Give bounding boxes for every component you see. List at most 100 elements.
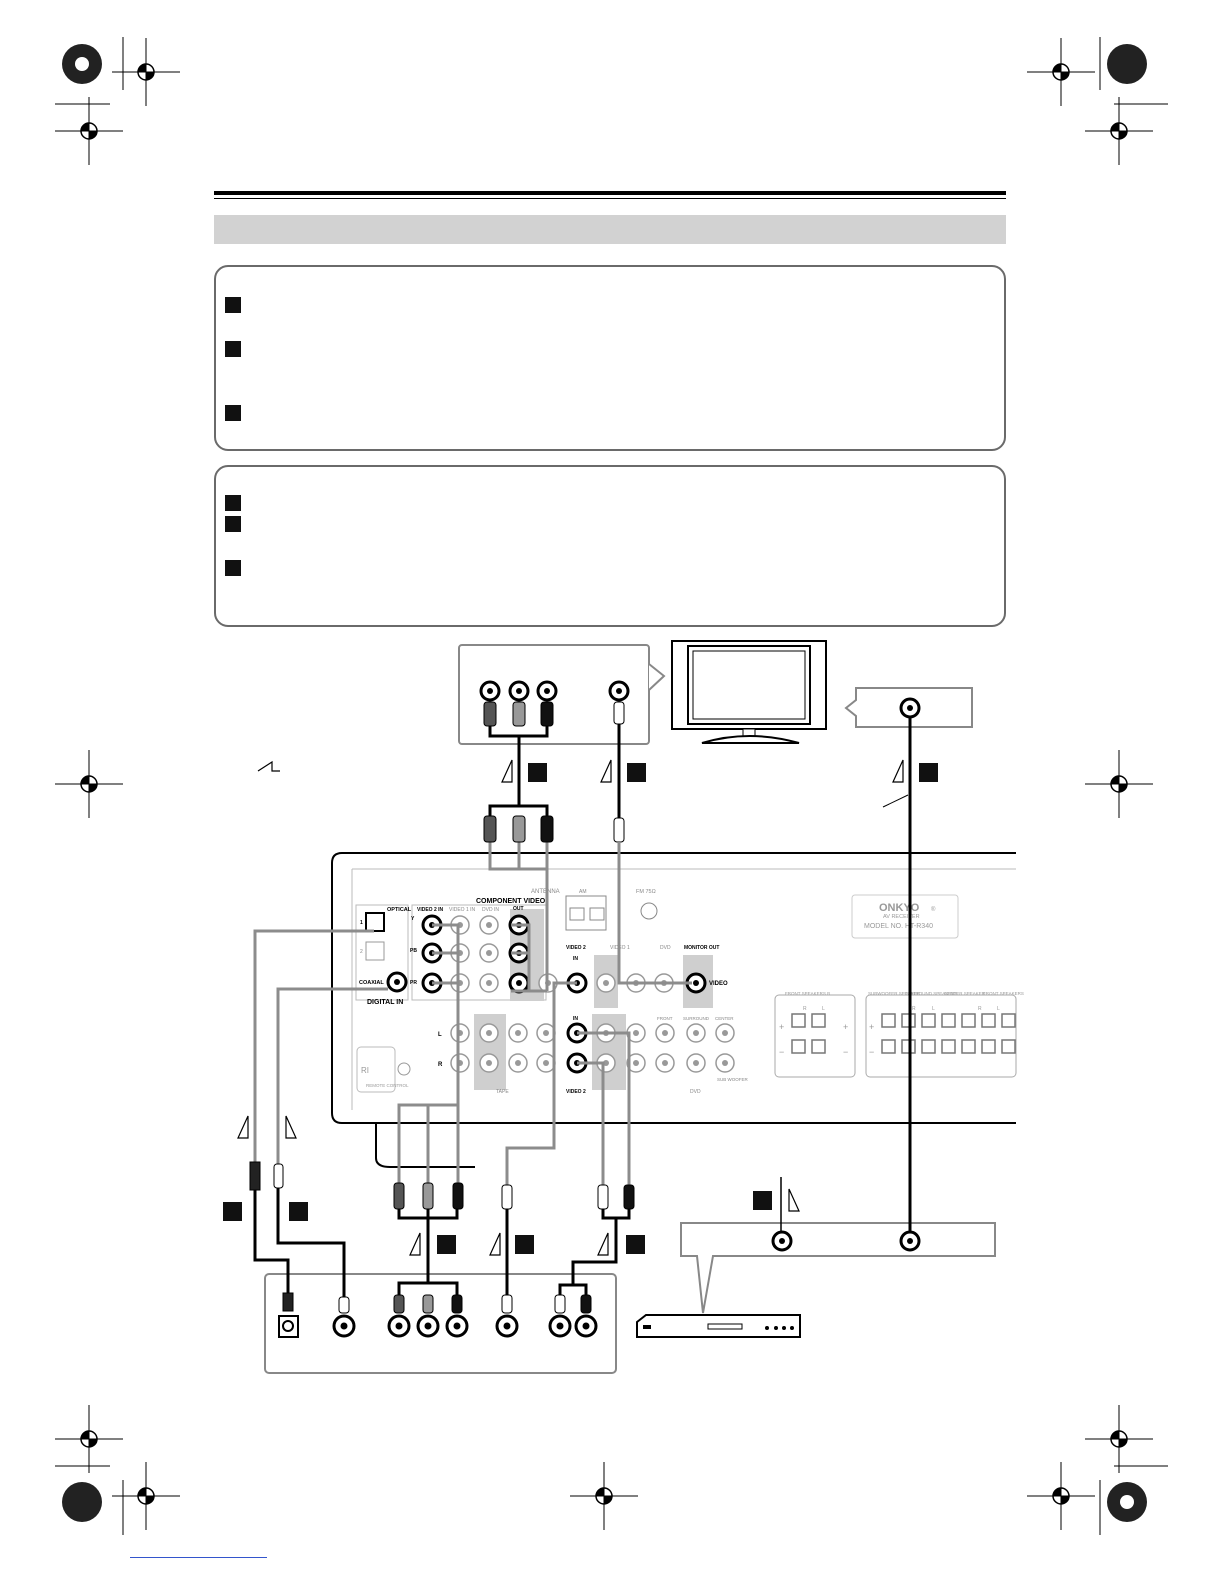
step-marker-2 — [225, 341, 241, 357]
label-in-audio-video2: IN — [573, 1016, 578, 1022]
label-coaxial: COAXIAL — [359, 980, 384, 986]
speaker-terminal — [881, 1013, 896, 1028]
speaker-terminal — [981, 1039, 996, 1054]
registration-mark-icon — [1027, 1462, 1095, 1530]
info-box-upper — [214, 265, 1006, 451]
registration-mark-icon — [55, 750, 123, 818]
player-rear-callout — [680, 1222, 996, 1314]
registration-mark-icon — [112, 1462, 180, 1530]
rca-jack — [655, 1053, 675, 1073]
step-marker-6 — [225, 560, 241, 576]
step-marker-4 — [225, 495, 241, 511]
speaker-terminal — [791, 1013, 806, 1028]
label-dvd-audio: DVD — [690, 1089, 701, 1095]
rca-jack — [479, 943, 499, 963]
label-component-video: COMPONENT VIDEO — [476, 898, 546, 905]
header-rule-thin — [214, 198, 1006, 199]
signal-flow-arrow-icon — [501, 759, 513, 783]
speaker-terminal — [941, 1039, 956, 1054]
rca-jack — [715, 1053, 735, 1073]
label-fr-l: L — [997, 1006, 1000, 1012]
speaker-terminal — [881, 1039, 896, 1054]
label-in-video2: IN — [573, 956, 578, 962]
label-out-comp: OUT — [513, 906, 524, 912]
label-fsb-plus-2: + — [843, 1022, 848, 1032]
receiver-labels: COMPONENT VIDEO VIDEO 2 IN VIDEO 1 IN DV… — [359, 889, 1024, 1095]
coaxial-digital-cable — [273, 987, 388, 1297]
label-fsb-l: L — [822, 1006, 825, 1012]
label-product-type: AV RECEIVER — [883, 914, 920, 920]
starburst-target-icon — [62, 44, 1147, 1522]
optical-digital-cable — [249, 929, 374, 1293]
label-front-speakers-b: FRONT SPEAKERS B — [785, 991, 830, 996]
rca-jack — [479, 1023, 499, 1043]
step-marker-3 — [225, 405, 241, 421]
speaker-terminal — [811, 1039, 826, 1054]
component-video-cable-to-tv — [483, 726, 554, 993]
label-audio-l: L — [438, 1032, 442, 1038]
registration-mark-icon — [112, 38, 180, 106]
label-digital-in: DIGITAL IN — [367, 999, 403, 1006]
tv-panel-pointer — [648, 663, 666, 691]
speaker-terminal — [961, 1013, 976, 1028]
label-remote-control: REMOTE CONTROL — [366, 1083, 409, 1088]
speaker-terminal — [961, 1039, 976, 1054]
info-box-lower — [214, 465, 1006, 627]
rca-jack — [626, 1053, 646, 1073]
registration-marks — [55, 38, 1153, 1530]
signal-flow-arrow-icon — [597, 1232, 609, 1256]
signal-flow-arrow-icon — [237, 1115, 249, 1139]
speaker-terminal — [1001, 1039, 1016, 1054]
label-fsb-r: R — [803, 1006, 807, 1012]
signal-flow-arrow-icon — [600, 759, 612, 783]
label-surround-speakers: SURROUND SPEAKERS — [906, 991, 958, 996]
label-fr-r: R — [978, 1006, 982, 1012]
label-fm: FM 75Ω — [636, 889, 656, 895]
speaker-terminal — [811, 1013, 826, 1028]
rca-jack — [626, 1023, 646, 1043]
label-dvd-composite: DVD — [660, 945, 671, 951]
speaker-terminal — [981, 1013, 996, 1028]
footer-link-underline — [130, 1557, 267, 1558]
label-antenna: ANTENNA — [531, 889, 560, 895]
brand-logo: ONKYO — [879, 902, 920, 914]
label-am: AM — [579, 889, 587, 895]
rca-jack — [655, 1023, 675, 1043]
registration-mark-icon — [1085, 1405, 1153, 1473]
print-marks — [55, 37, 1168, 1535]
label-center-speaker: CENTER SPEAKER — [944, 991, 986, 996]
signal-flow-arrow-icon — [285, 1115, 297, 1139]
step-marker-5 — [225, 516, 241, 532]
signal-flow-arrow-icon — [489, 1232, 501, 1256]
source-device-panel — [264, 1273, 617, 1374]
source-device-jacks — [278, 1292, 598, 1338]
label-fsb-plus: + — [779, 1022, 784, 1032]
label-front: FRONT — [657, 1016, 673, 1021]
label-video-out: VIDEO — [709, 981, 728, 987]
rca-jack — [686, 1053, 706, 1073]
header-rule — [214, 191, 1006, 195]
label-front-speakers: FRONT SPEAKERS — [983, 991, 1024, 996]
tv-jacks — [479, 680, 630, 727]
label-optical-1: 1 — [360, 920, 363, 926]
speaker-terminal — [791, 1039, 806, 1054]
signal-flow-legend-icon — [257, 760, 280, 772]
audio-cable-from-source — [558, 1031, 635, 1295]
registration-mark-icon — [55, 97, 123, 165]
label-dvd-in-comp: DVD IN — [482, 907, 499, 913]
label-subwoofer: SUB WOOFER — [717, 1077, 749, 1082]
speaker-terminal — [921, 1039, 936, 1054]
label-monitor-out: MONITOR OUT — [684, 945, 719, 951]
label-spk-plus: + — [869, 1022, 874, 1032]
rca-jack — [536, 1053, 556, 1073]
registration-mark-icon — [1027, 38, 1095, 106]
speaker-terminal — [1001, 1013, 1016, 1028]
label-audio-r: R — [438, 1062, 443, 1068]
section-title-bar — [214, 215, 1006, 244]
label-sur-r: R — [912, 1006, 916, 1012]
rca-jack — [715, 1023, 735, 1043]
signal-flow-arrow-icon — [237, 759, 904, 1256]
rca-jack — [508, 1053, 528, 1073]
label-subwoofer-speaker: SUBWOOFER SPEAKER — [868, 991, 921, 996]
antenna-callout — [844, 687, 973, 728]
